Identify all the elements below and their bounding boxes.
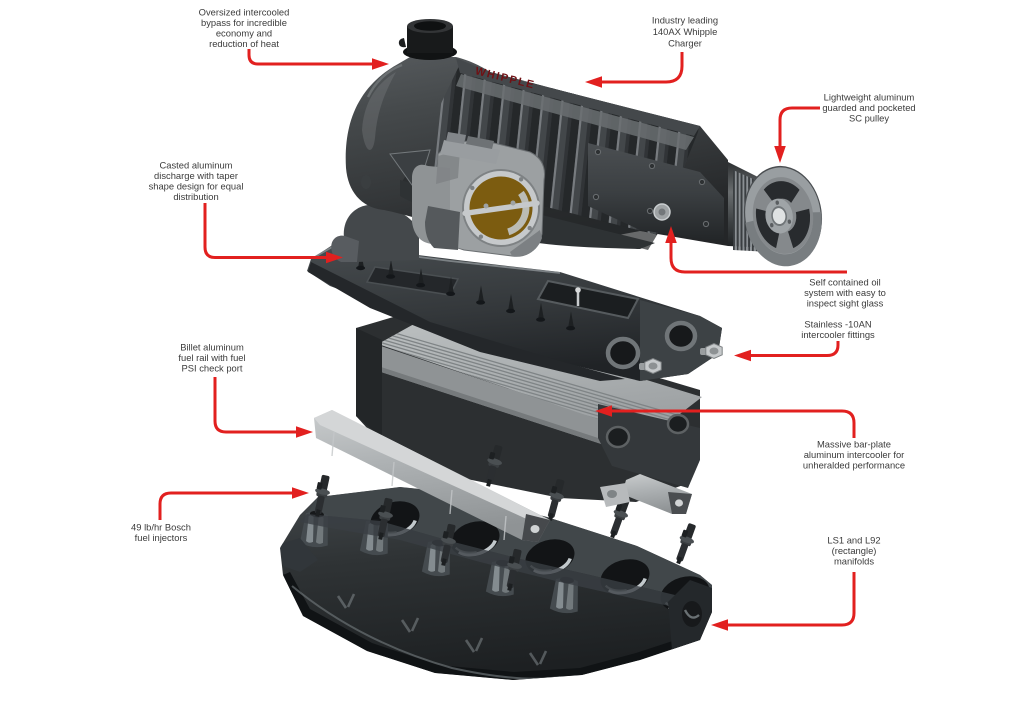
svg-text:PSI check port: PSI check port bbox=[182, 363, 243, 374]
svg-text:Oversized intercooled: Oversized intercooled bbox=[199, 7, 290, 18]
svg-text:Casted aluminum: Casted aluminum bbox=[160, 160, 233, 171]
svg-text:distribution: distribution bbox=[173, 191, 218, 202]
svg-text:intercooler fittings: intercooler fittings bbox=[801, 329, 875, 340]
svg-text:Self contained oil: Self contained oil bbox=[809, 277, 880, 288]
svg-text:(rectangle): (rectangle) bbox=[832, 545, 877, 556]
svg-text:guarded and pocketed: guarded and pocketed bbox=[822, 102, 915, 113]
svg-text:fuel rail with fuel: fuel rail with fuel bbox=[178, 352, 245, 363]
svg-text:49 lb/hr Bosch: 49 lb/hr Bosch bbox=[131, 522, 191, 533]
svg-text:fuel injectors: fuel injectors bbox=[135, 532, 188, 543]
svg-text:Lightweight aluminum: Lightweight aluminum bbox=[824, 92, 915, 103]
svg-text:Charger: Charger bbox=[668, 38, 702, 49]
svg-text:SC pulley: SC pulley bbox=[849, 113, 889, 124]
svg-text:shape design for equal: shape design for equal bbox=[149, 181, 244, 192]
svg-text:aluminum intercooler for: aluminum intercooler for bbox=[804, 449, 905, 460]
svg-text:discharge with taper: discharge with taper bbox=[154, 170, 238, 181]
svg-text:Massive bar-plate: Massive bar-plate bbox=[817, 439, 891, 450]
svg-text:Billet aluminum: Billet aluminum bbox=[180, 342, 244, 353]
svg-text:reduction of heat: reduction of heat bbox=[209, 38, 279, 49]
svg-text:manifolds: manifolds bbox=[834, 556, 874, 567]
svg-text:Industry leading: Industry leading bbox=[652, 15, 718, 26]
svg-text:system with easy to: system with easy to bbox=[804, 287, 886, 298]
svg-text:LS1 and L92: LS1 and L92 bbox=[827, 535, 880, 546]
svg-text:economy and: economy and bbox=[216, 28, 272, 39]
svg-text:140AX Whipple: 140AX Whipple bbox=[653, 26, 718, 37]
svg-text:inspect sight glass: inspect sight glass bbox=[807, 298, 884, 309]
svg-text:Stainless -10AN: Stainless -10AN bbox=[804, 319, 871, 330]
svg-text:bypass for incredible: bypass for incredible bbox=[201, 17, 287, 28]
svg-text:unheralded performance: unheralded performance bbox=[803, 460, 905, 471]
